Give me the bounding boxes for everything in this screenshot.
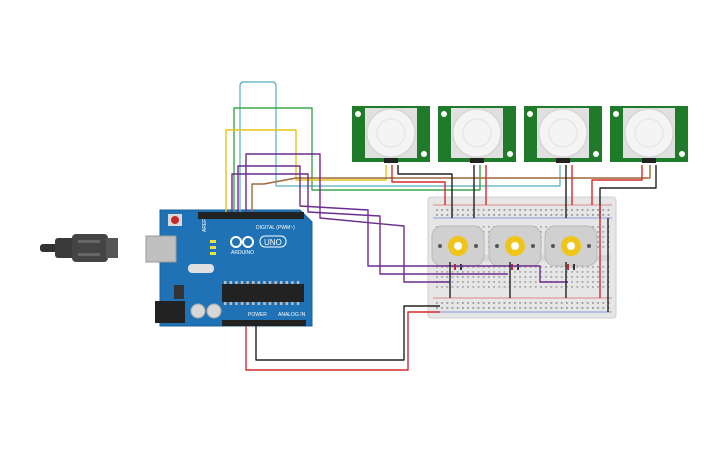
dc-motor <box>431 225 485 270</box>
wire-purple-2 <box>231 173 508 275</box>
pir-sensor <box>524 106 602 163</box>
pir1-red <box>391 165 446 205</box>
digital-label: DIGITAL (PWM~) <box>256 225 295 231</box>
analog-label: ANALOG IN <box>278 312 306 318</box>
arduino-uno-board: ARDUINO UNO DIGITAL (PWM~) POWER ANALOG … <box>145 209 313 327</box>
chip-pins <box>224 281 300 305</box>
wire-green <box>233 107 481 212</box>
usb-cable <box>40 234 118 262</box>
wire-brown <box>251 165 651 212</box>
pir-sensor <box>438 106 516 163</box>
pir4-red <box>591 165 643 205</box>
arduino-logo: ARDUINO <box>230 236 254 256</box>
pir1-black <box>397 165 453 218</box>
wires <box>225 81 657 371</box>
uno-label: UNO <box>264 238 282 247</box>
dc-motor-group <box>431 225 598 270</box>
arduino-5v-wire <box>245 311 440 371</box>
wire-purple-3 <box>237 165 568 283</box>
pir-sensor <box>352 106 430 163</box>
power-label: POWER <box>248 312 267 318</box>
dc-motor <box>544 225 598 270</box>
pir-sensor <box>610 106 688 163</box>
arduino-logo-text: ARDUINO <box>231 250 254 256</box>
arduino-gnd-wire <box>255 305 440 361</box>
reset-button[interactable] <box>171 216 179 224</box>
wire-cyan <box>239 81 561 212</box>
wire-purple-1 <box>245 153 450 283</box>
pir-sensor-group <box>352 106 688 163</box>
pir4-black <box>599 165 657 218</box>
dc-motor <box>488 225 542 270</box>
aref-label: AREF <box>202 219 208 232</box>
